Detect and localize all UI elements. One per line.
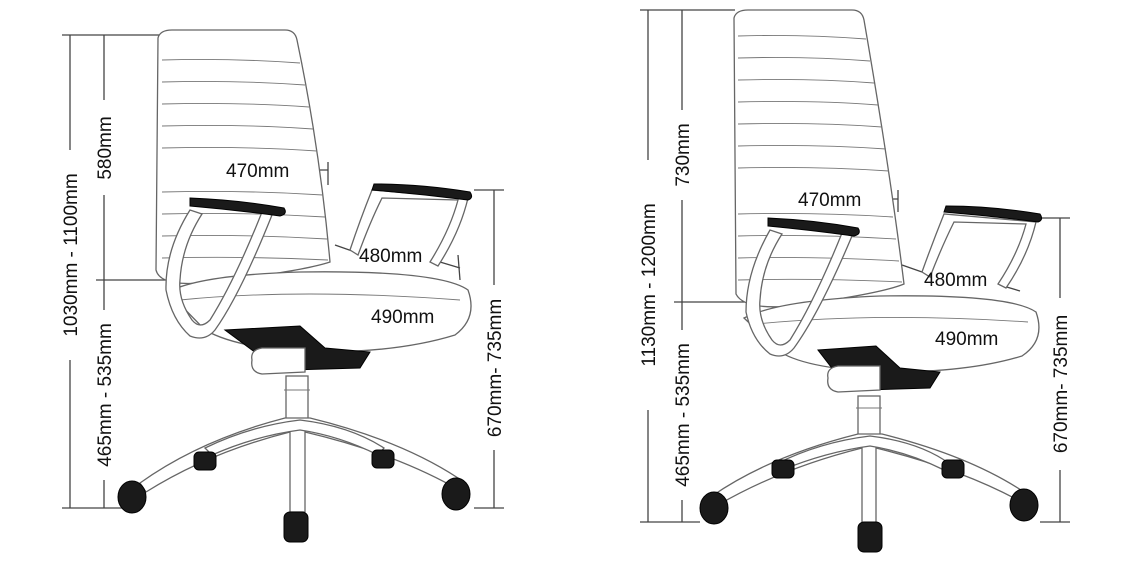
overall-height-label: 1130mm - 1200mm: [639, 203, 660, 366]
five-star-base: [139, 417, 459, 513]
seat-depth-label: 480mm: [359, 246, 422, 267]
adjust-lever: [827, 365, 881, 393]
seat-height-label: 465mm - 535mm: [673, 343, 694, 487]
casters: [699, 459, 1039, 553]
backrest-seams: [737, 34, 903, 283]
arm-height-label: 670mm- 735mm: [485, 299, 506, 437]
armrest-pad-front: [767, 217, 860, 237]
armrest-pad-front: [189, 197, 286, 217]
back-height-label: 580mm: [95, 116, 116, 179]
seat-width-label: 490mm: [935, 329, 998, 350]
chair-mid-back: 1030mm - 1100mm 580mm 465mm - 535mm 670m…: [61, 29, 506, 543]
seat-width-label: 490mm: [371, 307, 434, 328]
back-width-label: 470mm: [226, 161, 289, 182]
seat-depth-label: 480mm: [924, 270, 987, 291]
adjust-lever: [251, 347, 306, 375]
back-height-label: 730mm: [673, 123, 694, 186]
armrest-rear: [921, 213, 1037, 289]
casters: [117, 449, 471, 543]
arm-height-label: 670mm- 735mm: [1051, 315, 1072, 453]
chair-high-back: 1130mm - 1200mm 730mm 465mm - 535mm 670m…: [639, 9, 1072, 553]
backrest-seams: [161, 58, 329, 261]
armrest-pad-rear: [371, 183, 473, 201]
overall-height-label: 1030mm - 1100mm: [61, 173, 82, 336]
armrest-pad-rear: [943, 205, 1043, 223]
seat-height-label: 465mm - 535mm: [95, 323, 116, 467]
back-width-label: 470mm: [798, 190, 861, 211]
gas-lift: [285, 375, 309, 425]
five-star-base: [711, 433, 1025, 527]
gas-lift: [857, 395, 881, 439]
